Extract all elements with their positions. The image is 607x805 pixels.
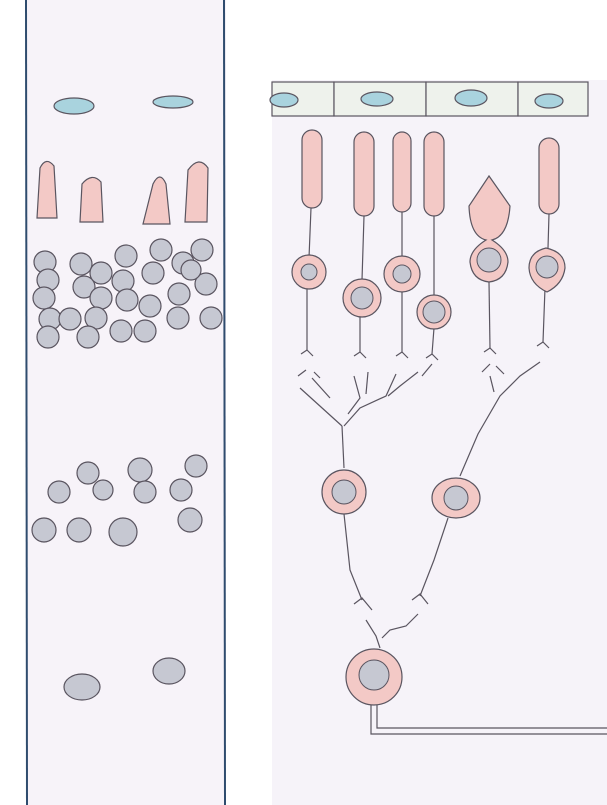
nucleus — [181, 260, 201, 280]
nucleus — [77, 326, 99, 348]
rod-segment — [302, 130, 322, 208]
ganglion-nucleus — [359, 660, 389, 690]
nucleus — [109, 518, 137, 546]
rod-segment — [354, 132, 374, 216]
nucleus — [90, 262, 112, 284]
nucleus — [32, 518, 56, 542]
nucleus — [112, 270, 134, 292]
nucleus — [185, 455, 207, 477]
pigment-nucleus — [270, 93, 298, 107]
rod-nucleus — [423, 301, 445, 323]
nucleus — [116, 289, 138, 311]
pigment-nucleus — [153, 96, 193, 108]
nucleus — [90, 287, 112, 309]
rod-nucleus — [393, 265, 411, 283]
left-panel — [26, 0, 226, 805]
nucleus — [170, 479, 192, 501]
bipolar-nucleus — [332, 480, 356, 504]
nucleus — [191, 239, 213, 261]
pigment-nucleus — [361, 92, 393, 106]
rod-segment — [185, 162, 208, 222]
bipolar-nucleus — [444, 486, 468, 510]
nucleus — [115, 245, 137, 267]
right-panel — [270, 80, 607, 805]
pigment-epithelium — [270, 82, 588, 116]
nucleus — [77, 462, 99, 484]
nucleus — [134, 481, 156, 503]
nucleus — [59, 308, 81, 330]
left-boundary-line — [26, 0, 27, 805]
rod-segment — [393, 132, 411, 212]
right-boundary-line — [224, 0, 225, 805]
cone-nucleus — [477, 248, 501, 272]
nucleus — [93, 480, 113, 500]
nucleus — [150, 239, 172, 261]
nucleus — [178, 508, 202, 532]
nucleus — [167, 307, 189, 329]
rod-nucleus — [351, 287, 373, 309]
nucleus — [110, 320, 132, 342]
pigment-nucleus — [455, 90, 487, 106]
nucleus — [139, 295, 161, 317]
nucleus — [200, 307, 222, 329]
pigment-nucleus — [54, 98, 94, 114]
rod-segment — [424, 132, 444, 216]
nucleus — [70, 253, 92, 275]
pigment-nucleus — [535, 94, 563, 108]
nucleus — [134, 320, 156, 342]
nucleus — [153, 658, 185, 684]
nucleus — [142, 262, 164, 284]
nucleus — [37, 326, 59, 348]
rod-segment — [539, 138, 559, 214]
left-panel-background — [26, 0, 226, 805]
nucleus — [67, 518, 91, 542]
rod-nucleus — [301, 264, 317, 280]
nucleus — [64, 674, 100, 700]
nucleus — [168, 283, 190, 305]
rod-nucleus — [536, 256, 558, 278]
nucleus — [128, 458, 152, 482]
nucleus — [33, 287, 55, 309]
nucleus — [48, 481, 70, 503]
rod-segment — [80, 177, 103, 222]
rod-segment — [37, 161, 57, 218]
